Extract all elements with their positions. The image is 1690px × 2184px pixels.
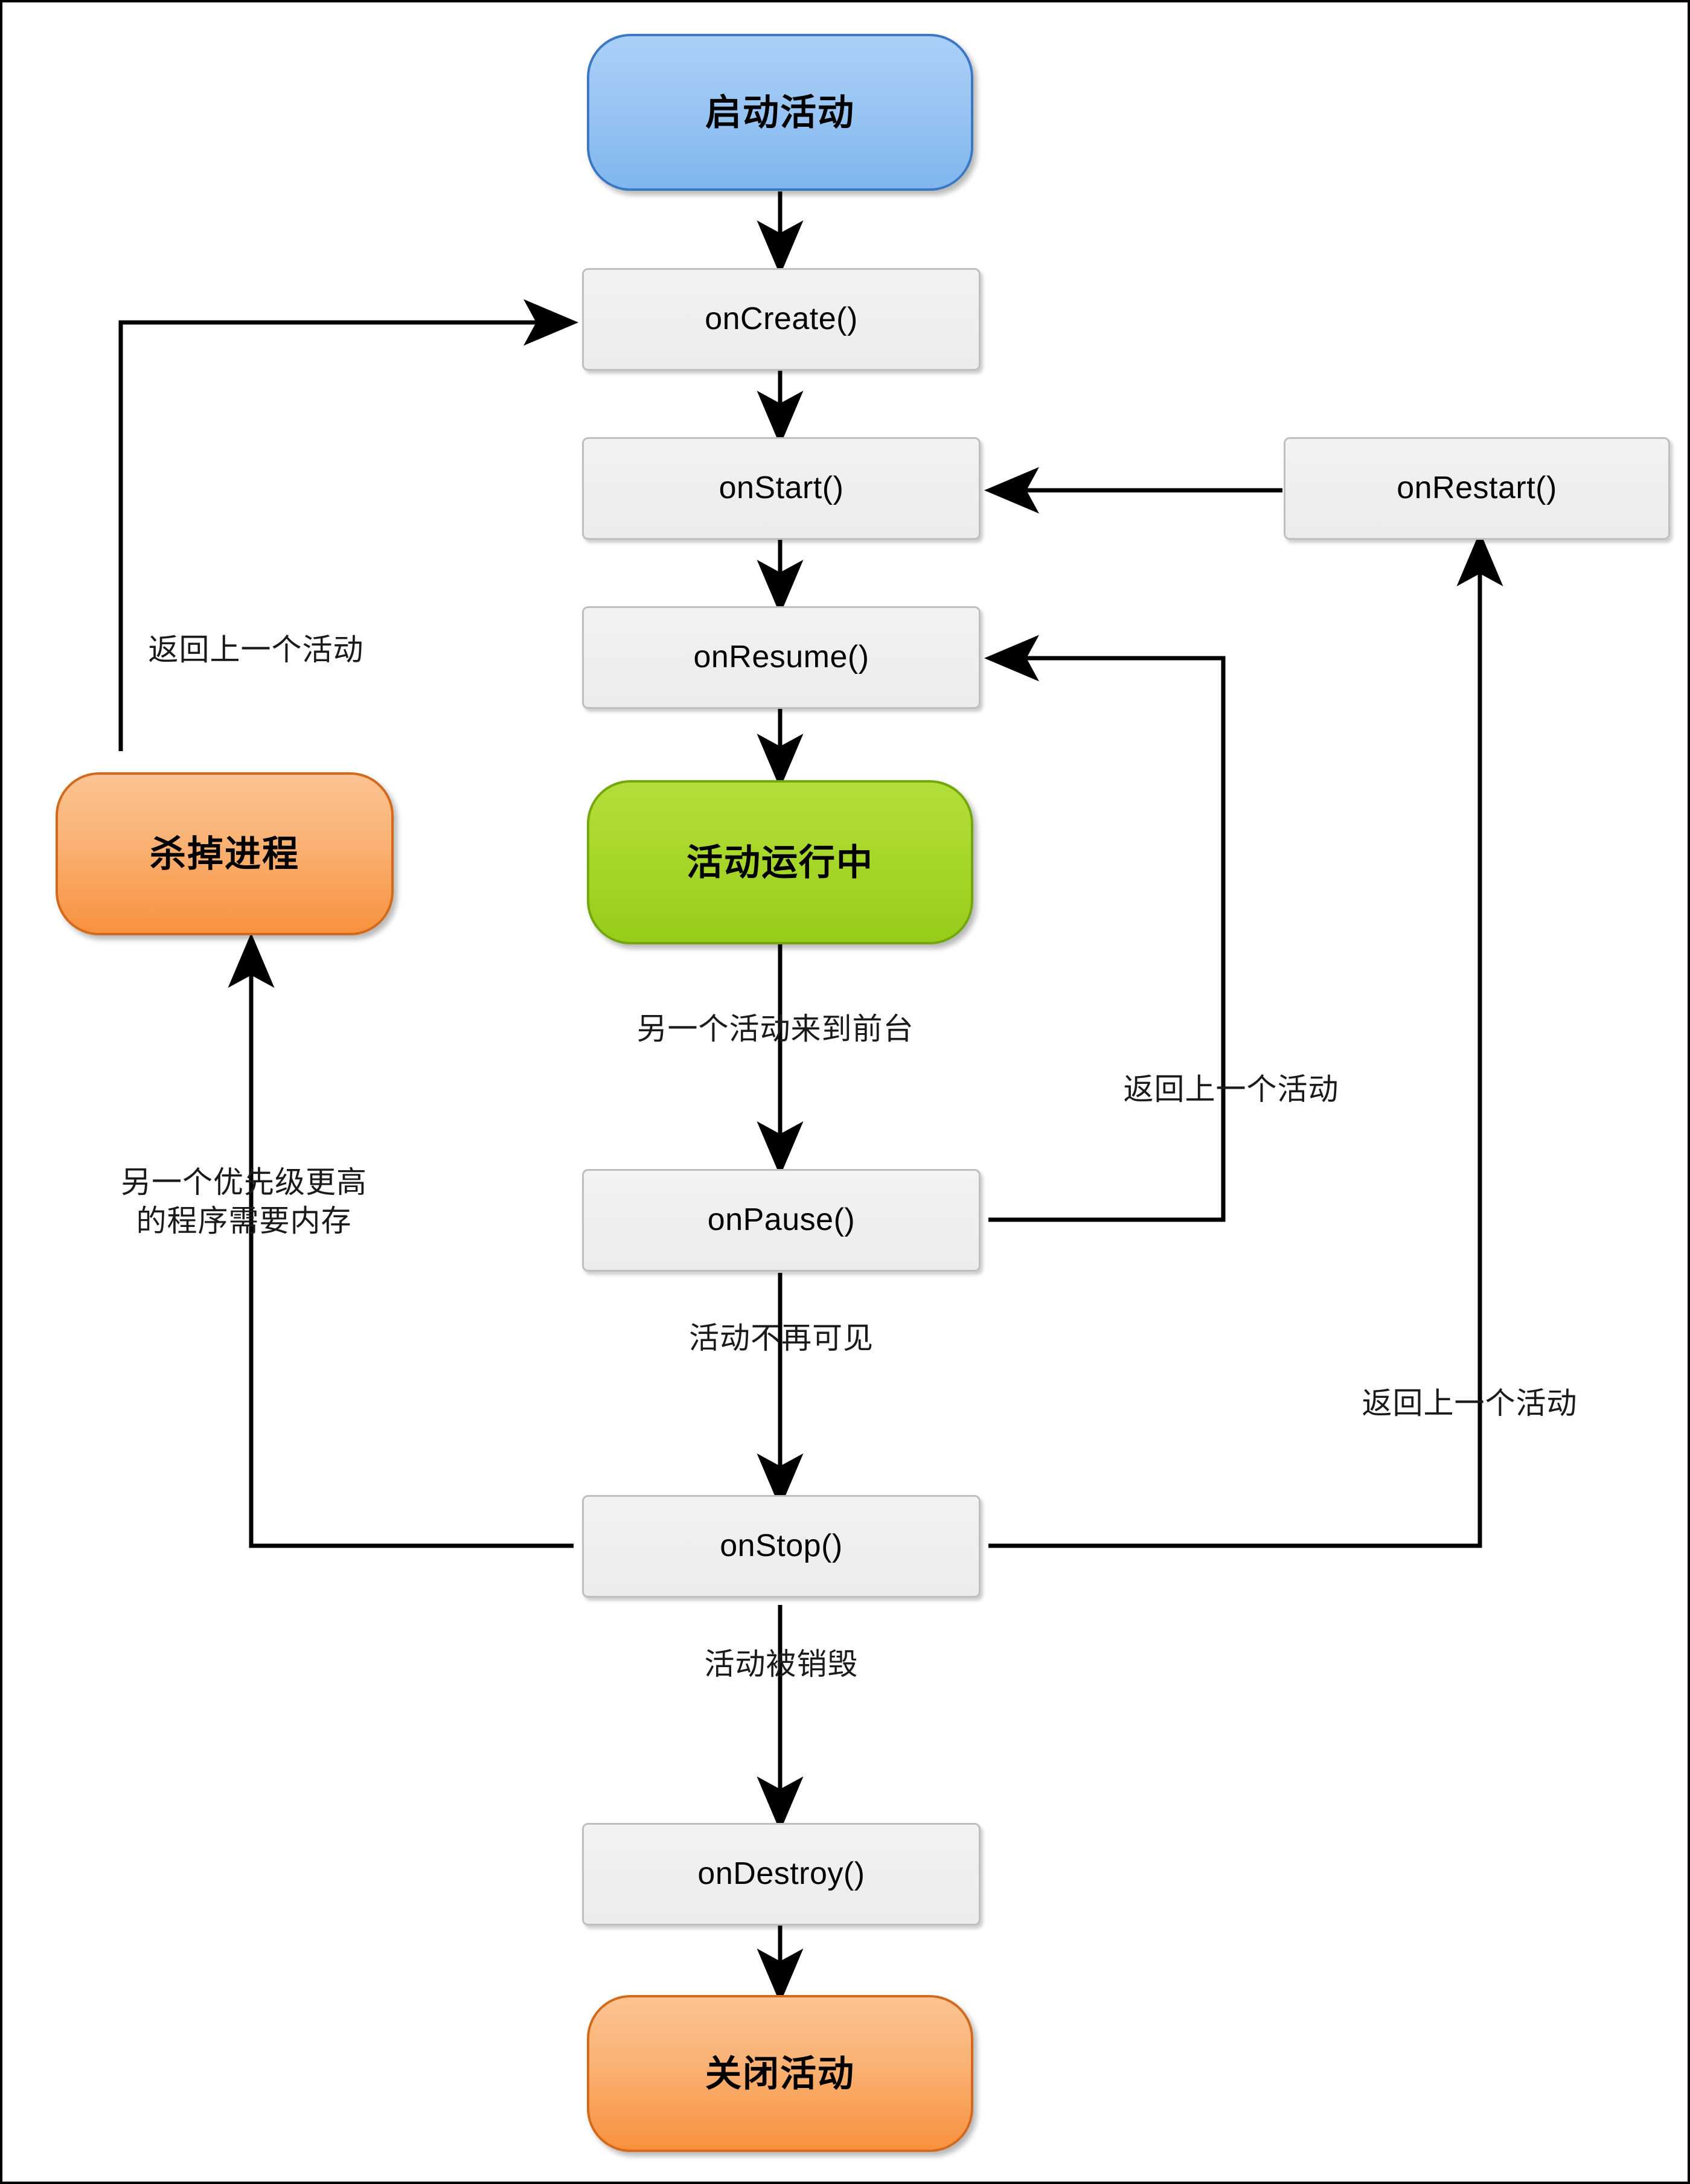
edge-label-back-to-previous-pause: 返回上一个活动 (1123, 1072, 1339, 1106)
edge-label-higher-priority-needs-memory: 另一个优先级更高 的程序需要内存 (121, 1165, 367, 1238)
node-start-activity[interactable]: 启动活动 (587, 34, 973, 191)
edge-label-another-activity-foreground: 另一个活动来到前台 (636, 1012, 914, 1046)
edge-onpause-to-onresume (984, 635, 1226, 1222)
edge-label-activity-not-visible: 活动不再可见 (689, 1321, 874, 1355)
node-activity-running-label: 活动运行中 (687, 842, 874, 883)
node-kill-process-label: 杀掉进程 (150, 833, 299, 874)
node-onstop[interactable]: onStop() (582, 1495, 981, 1598)
node-onpause-label: onPause() (707, 1202, 856, 1238)
node-onresume[interactable]: onResume() (582, 606, 981, 709)
node-onstart[interactable]: onStart() (582, 437, 981, 540)
node-onresume-label: onResume() (693, 639, 869, 675)
node-kill-process[interactable]: 杀掉进程 (56, 772, 394, 935)
edge-label-back-to-previous-stop: 返回上一个活动 (1362, 1386, 1578, 1420)
node-onrestart[interactable]: onRestart() (1284, 437, 1670, 540)
edge-killprocess-to-oncreate (118, 299, 578, 751)
node-close-activity[interactable]: 关闭活动 (587, 1995, 973, 2152)
edge-label-activity-destroyed: 活动被销毁 (704, 1647, 859, 1681)
node-start-activity-label: 启动活动 (705, 92, 855, 133)
edge-onstop-to-killprocess (228, 933, 574, 1548)
node-ondestroy[interactable]: onDestroy() (582, 1823, 981, 1926)
node-oncreate[interactable]: onCreate() (582, 268, 981, 371)
edge-label-back-to-previous-left: 返回上一个活动 (148, 633, 364, 667)
edge-onstop-to-onrestart (988, 531, 1503, 1548)
node-close-activity-label: 关闭活动 (705, 2053, 855, 2094)
node-activity-running[interactable]: 活动运行中 (587, 780, 973, 944)
node-onrestart-label: onRestart() (1397, 470, 1557, 506)
node-ondestroy-label: onDestroy() (697, 1856, 865, 1892)
node-onpause[interactable]: onPause() (582, 1169, 981, 1272)
node-onstop-label: onStop() (720, 1528, 843, 1564)
node-onstart-label: onStart() (719, 470, 844, 506)
node-oncreate-label: onCreate() (705, 301, 858, 337)
